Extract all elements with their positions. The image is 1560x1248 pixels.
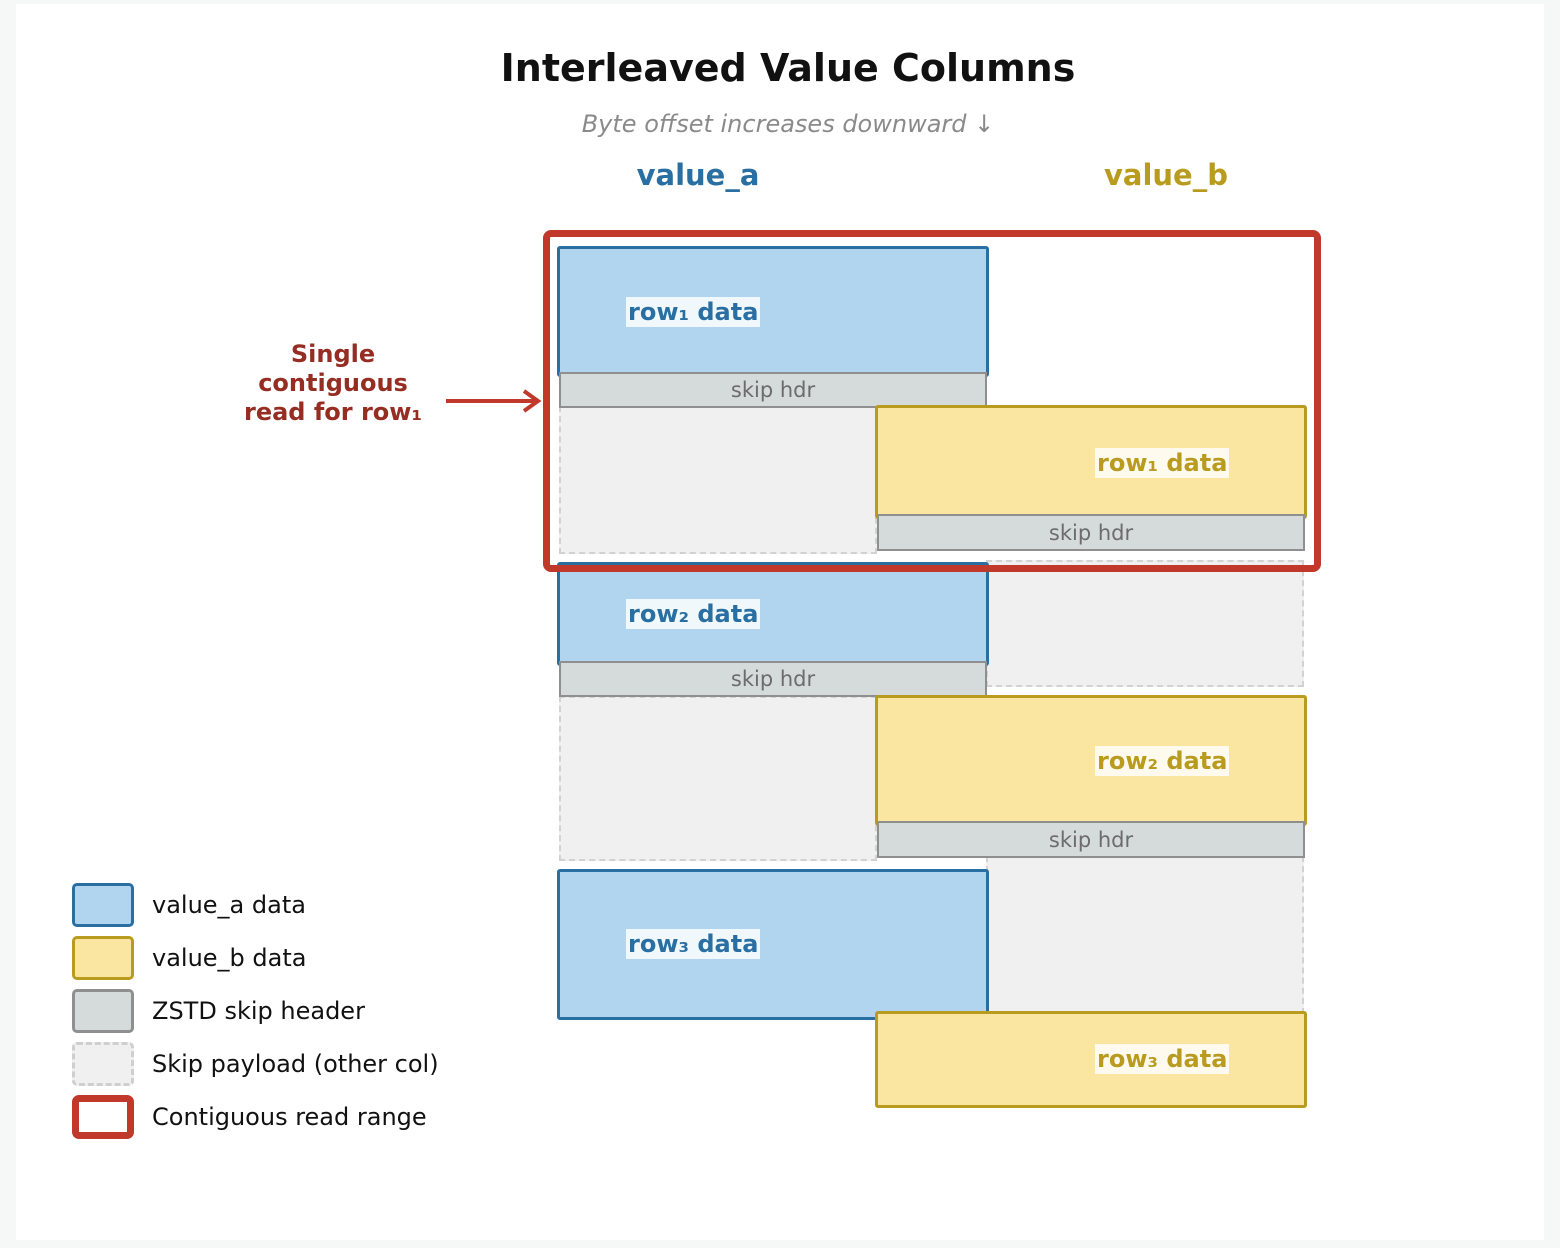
value-b-row2-block: row₂ data: [875, 695, 1307, 826]
value-a-row3-label: row₃ data: [626, 929, 761, 959]
read-annotation: Single contiguous read for row₁: [244, 340, 422, 426]
value-b-row1-label: row₁ data: [1095, 448, 1230, 478]
legend-swatch-read-range: [72, 1095, 134, 1139]
legend-label: Skip payload (other col): [152, 1050, 439, 1078]
legend-swatch-value-b: [72, 936, 134, 980]
legend-swatch-skip-header: [72, 989, 134, 1033]
legend-item-value-a: value_a data: [72, 882, 306, 928]
legend-label: Contiguous read range: [152, 1103, 427, 1131]
skip-payload-a-row1: [559, 406, 877, 554]
value-b-row3-label: row₃ data: [1095, 1044, 1230, 1074]
value-b-row3-block: row₃ data: [875, 1011, 1307, 1108]
legend-label: value_b data: [152, 944, 307, 972]
legend-swatch-value-a: [72, 883, 134, 927]
diagram-subtitle: Byte offset increases downward ↓: [581, 110, 995, 138]
value-b-row2-label: row₂ data: [1095, 746, 1230, 776]
value-a-row2-label: row₂ data: [626, 599, 761, 629]
skip-header-a-row2: skip hdr: [559, 661, 987, 697]
diagram-title: Interleaved Value Columns: [500, 46, 1076, 90]
skip-header-a-row1: skip hdr: [559, 372, 987, 408]
legend-swatch-skip-payload: [72, 1042, 134, 1086]
column-header-value-b: value_b: [1104, 158, 1228, 192]
skip-payload-a-row2: [559, 696, 877, 861]
value-a-row3-block: row₃ data: [557, 869, 989, 1020]
skip-header-b-row1: skip hdr: [877, 514, 1305, 551]
legend-item-read-range: Contiguous read range: [72, 1094, 427, 1140]
skip-header-b-row2: skip hdr: [877, 821, 1305, 858]
legend-label: value_a data: [152, 891, 306, 919]
value-a-row2-block: row₂ data: [557, 562, 989, 666]
legend-label: ZSTD skip header: [152, 997, 365, 1025]
legend-item-value-b: value_b data: [72, 935, 306, 981]
legend-item-skip-header: ZSTD skip header: [72, 988, 365, 1034]
skip-payload-b-row3: [986, 856, 1304, 1014]
value-a-row1-label: row₁ data: [626, 297, 761, 327]
contiguous-read-range-row1: [543, 230, 1321, 572]
legend-item-skip-payload: Skip payload (other col): [72, 1041, 439, 1087]
skip-payload-b-row2: [986, 560, 1304, 687]
column-header-value-a: value_a: [636, 158, 760, 192]
annotation-arrow-icon: [446, 389, 542, 413]
